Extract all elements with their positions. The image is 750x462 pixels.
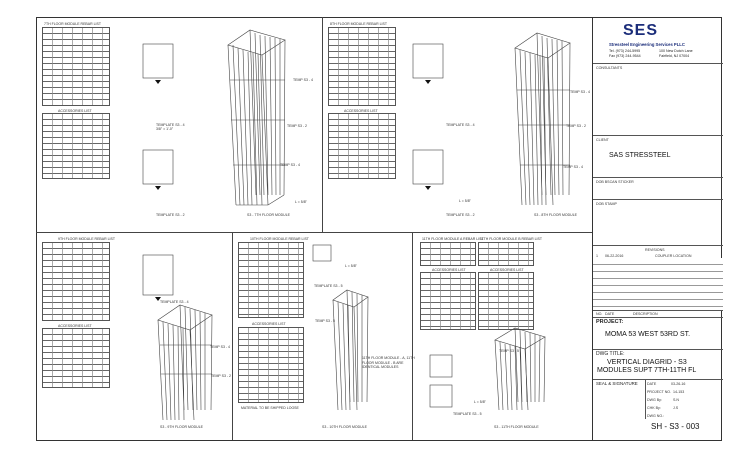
date-header: DATE xyxy=(605,312,615,316)
accessories-table xyxy=(42,328,110,388)
dimension-label: L = 5/8" xyxy=(459,199,471,203)
table-title: 8TH FLOOR MODULE REBAR LIST xyxy=(330,22,387,26)
temp-label: TEMP S3 - 5 xyxy=(499,349,519,353)
template-label: TEMPLATE S3 - 5 xyxy=(314,284,343,288)
dob-stamp-label: DOB STAMP xyxy=(596,202,617,206)
dwg-no-label: DWG NO.: xyxy=(647,414,665,418)
scale-label: 3/8" = 1'-0" xyxy=(156,127,174,131)
title-block: SES Stressteel Engineering Services PLLC… xyxy=(592,17,723,441)
table-title: 11TH FLOOR MODULE B REBAR LIST xyxy=(480,237,542,241)
table-title: ACCESSORIES LIST xyxy=(490,268,524,272)
accessories-table xyxy=(328,113,396,179)
dimension-label: L = 5/8" xyxy=(295,200,307,204)
template-label: TEMPLATE S3 - 4 xyxy=(446,123,475,127)
module-label: S3 - 8TH FLOOR MODULE xyxy=(534,213,577,217)
dob-bscan-label: DOB BSCAN STICKER xyxy=(596,180,634,184)
module-label: S3 - 7TH FLOOR MODULE xyxy=(247,213,290,217)
rebar-module-elevation xyxy=(227,29,286,206)
revision-no: 1 xyxy=(596,254,598,258)
accessories-table xyxy=(42,113,110,179)
revision-date: 06-22-2016 xyxy=(605,254,624,258)
rebar-table xyxy=(478,242,534,266)
firm-logo: SES xyxy=(623,22,659,39)
no-header: NO. xyxy=(596,312,603,316)
rebar-table xyxy=(238,242,304,318)
divider xyxy=(322,17,323,232)
table-title: ACCESSORIES LIST xyxy=(344,109,378,113)
temp-label: TEMP S3 - 4 xyxy=(210,345,230,349)
seal-label: SEAL & SIGNATURE xyxy=(596,381,638,386)
template-label: TEMPLATE S3 - 5 xyxy=(453,412,482,416)
accessories-table xyxy=(238,327,304,403)
temp-label: TEMP S3 - 4 xyxy=(570,90,590,94)
firm-phone: Tel. (973) 244-5995 xyxy=(609,49,641,53)
dwg-by-label: DWG By: xyxy=(647,398,662,402)
consultants-label: CONSULTANTS xyxy=(596,66,623,70)
client-name: SAS STRESSTEEL xyxy=(609,152,671,159)
note: 11TH FLOOR MODULE - A, 11TH FLOOR MODULE… xyxy=(362,356,415,369)
sheet-border xyxy=(36,17,722,441)
rebar-table xyxy=(42,27,110,106)
chk-by-label: CHK By: xyxy=(647,406,661,410)
dimension-label: L = 5/8" xyxy=(345,264,357,268)
section-arrows xyxy=(155,80,431,301)
table-title: ACCESSORIES LIST xyxy=(252,322,286,326)
dwg-by-value: S.N xyxy=(673,398,679,402)
template-label: TEMPLATE S3 - 2 xyxy=(156,213,185,217)
divider xyxy=(36,232,592,233)
rebar-table xyxy=(420,242,476,266)
module-label: S3 - 9TH FLOOR MODULE xyxy=(160,425,203,429)
table-title: 10TH FLOOR MODULE REBAR LIST xyxy=(250,237,309,241)
firm-fax: Fax (973) 244-9544 xyxy=(609,54,641,58)
temp-label: TEMP S3 - 4 xyxy=(563,165,583,169)
dwg-title-label: DWG TITLE: xyxy=(596,351,625,357)
template-label: TEMPLATE S3 - 4 xyxy=(156,123,185,127)
temp-label: TEMP S3 - 2 xyxy=(211,374,231,378)
project-label: PROJECT: xyxy=(596,319,624,325)
dimension-label: L = 5/8" xyxy=(474,400,486,404)
divider xyxy=(412,232,413,440)
accessories-table xyxy=(478,272,534,330)
rebar-table xyxy=(42,242,110,321)
accessories-table xyxy=(420,272,476,330)
temp-label: TEMP S3 - 2 xyxy=(566,124,586,128)
temp-label: TEMP S3 - 2 xyxy=(287,124,307,128)
table-title: ACCESSORIES LIST xyxy=(58,109,92,113)
module-label: S3 - 10TH FLOOR MODULE xyxy=(322,425,367,429)
rebar-table xyxy=(328,27,396,106)
chk-by-value: J.S xyxy=(673,406,679,410)
temp-label: TEMP S3 - 4 xyxy=(280,163,300,167)
table-title: ACCESSORIES LIST xyxy=(432,268,466,272)
sheet-number: SH - S3 - 003 xyxy=(651,422,700,431)
temp-label: TEMP S3 - 4 xyxy=(293,78,313,82)
template-plan-view xyxy=(142,43,174,79)
note: MATERIAL TO BE SHIPPED LOOSE xyxy=(241,406,299,410)
date-value: 03-26-16 xyxy=(671,382,686,386)
revision-description: COUPLER LOCATION xyxy=(655,254,692,258)
drawing-title: MODULES SUPT 7TH-11TH FL xyxy=(597,367,697,374)
template-label: TEMPLATE S3 - 4 xyxy=(160,300,189,304)
client-label: CLIENT xyxy=(596,138,609,142)
table-title: 9TH FLOOR MODULE REBAR LIST xyxy=(58,237,115,241)
firm-address: 100 New Dutch Lane xyxy=(659,49,693,53)
description-header: DESCRIPTION xyxy=(633,312,658,316)
table-title: 11TH FLOOR MODULE A REBAR LIST xyxy=(422,237,484,241)
project-name: MOMA 53 WEST 53RD ST. xyxy=(605,331,691,338)
drawing-title: VERTICAL DIAGRID - S3 xyxy=(607,359,687,366)
project-no-value: 14-153 xyxy=(673,390,685,394)
firm-name: Stressteel Engineering Services PLLC xyxy=(609,42,685,47)
template-plan-view xyxy=(142,149,174,185)
revisions-label: REVISIONS xyxy=(645,248,665,252)
template-label: TEMPLATE S3 - 2 xyxy=(446,213,475,217)
project-no-label: PROJECT NO. xyxy=(647,390,672,394)
temp-label: TEMP S3 - 5 xyxy=(315,319,335,323)
date-field-label: DATE xyxy=(647,382,657,386)
module-label: S3 - 11TH FLOOR MODULE xyxy=(494,425,539,429)
table-title: ACCESSORIES LIST xyxy=(58,324,92,328)
divider xyxy=(232,232,233,440)
firm-address: Fairfield, NJ 07004 xyxy=(659,54,690,58)
table-title: 7TH FLOOR MODULE REBAR LIST xyxy=(44,22,101,26)
